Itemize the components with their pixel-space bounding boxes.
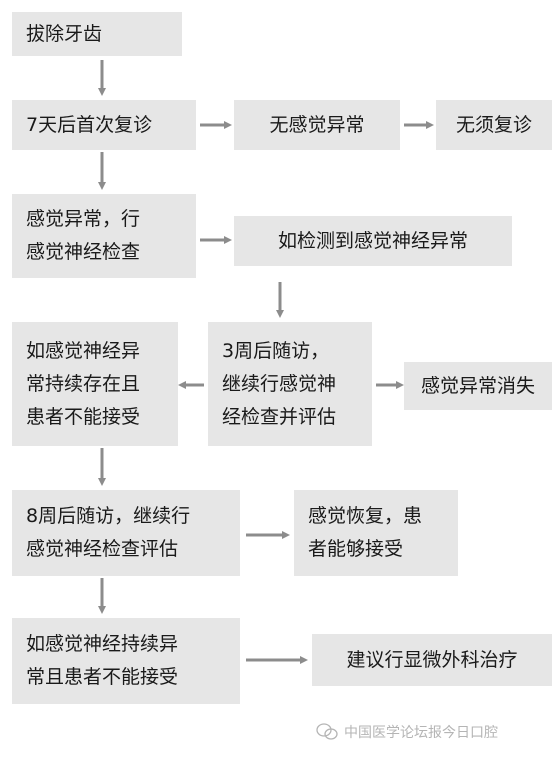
node-week8-followup: 8周后随访，继续行 感觉神经检查评估	[12, 490, 240, 576]
node-microsurgery: 建议行显微外科治疗	[312, 634, 552, 686]
node-abnormal-exam: 感觉异常，行 感觉神经检查	[12, 194, 196, 278]
node-no-abnormal: 无感觉异常	[234, 100, 400, 150]
node-persist-unacceptable-2: 如感觉神经持续异 常且患者不能接受	[12, 618, 240, 704]
node-first-visit: 7天后首次复诊	[12, 100, 196, 150]
node-no-revisit: 无须复诊	[436, 100, 552, 150]
node-persist-unacceptable-1: 如感觉神经异 常持续存在且 患者不能接受	[12, 322, 178, 446]
node-abnormal-resolved: 感觉异常消失	[404, 362, 552, 410]
node-extract-tooth: 拔除牙齿	[12, 12, 182, 56]
watermark-text: 中国医学论坛报今日口腔	[344, 725, 498, 741]
watermark: 中国医学论坛报今日口腔	[316, 722, 498, 742]
node-recovered: 感觉恢复，患 者能够接受	[294, 490, 458, 576]
wechat-icon	[316, 723, 338, 740]
node-week3-followup: 3周后随访， 继续行感觉神 经检查并评估	[208, 322, 372, 446]
node-detected-abnormal: 如检测到感觉神经异常	[234, 216, 512, 266]
